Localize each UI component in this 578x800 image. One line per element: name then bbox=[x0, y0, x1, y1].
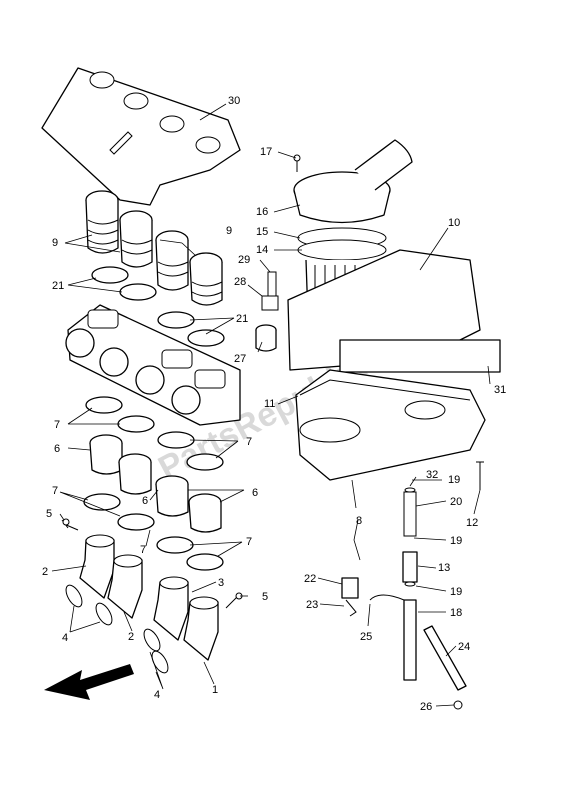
callout-21-right: 21 bbox=[236, 313, 248, 325]
callout-labels: 30 17 16 15 14 10 9 9 29 21 28 21 27 31 … bbox=[42, 95, 506, 713]
part-9-intake-boots bbox=[85, 190, 223, 306]
callout-6-b: 6 bbox=[252, 487, 258, 499]
callout-1: 1 bbox=[212, 684, 218, 696]
callout-15: 15 bbox=[256, 226, 268, 238]
callout-9-left: 9 bbox=[52, 237, 58, 249]
callout-2-right: 2 bbox=[128, 631, 134, 643]
part-6-joints bbox=[89, 434, 222, 533]
part-21-hose-clamps bbox=[91, 266, 225, 347]
callout-31: 31 bbox=[494, 384, 506, 396]
leader-lines bbox=[51, 103, 491, 707]
part-30-heat-shield bbox=[41, 67, 241, 206]
callout-2-left: 2 bbox=[42, 566, 48, 578]
callout-7-a: 7 bbox=[54, 419, 60, 431]
callout-22: 22 bbox=[304, 573, 316, 585]
callout-20: 20 bbox=[450, 496, 462, 508]
callout-24: 24 bbox=[458, 641, 470, 653]
callout-7-b: 7 bbox=[246, 436, 252, 448]
callout-11: 11 bbox=[264, 398, 275, 410]
callout-7-d: 7 bbox=[246, 536, 252, 548]
part-27-29-mount-hardware bbox=[255, 271, 279, 352]
callout-7-e: 7 bbox=[140, 544, 146, 556]
callout-3: 3 bbox=[218, 577, 224, 589]
callout-29: 29 bbox=[238, 254, 250, 266]
callout-28: 28 bbox=[234, 276, 246, 288]
part-8-10-airbox bbox=[287, 249, 501, 481]
callout-25: 25 bbox=[360, 631, 372, 643]
callout-12: 12 bbox=[466, 517, 478, 529]
callout-14: 14 bbox=[256, 244, 268, 256]
callout-26: 26 bbox=[420, 701, 432, 713]
callout-32: 32 bbox=[426, 469, 438, 481]
callout-7-c: 7 bbox=[52, 485, 58, 497]
callout-4-bottom: 4 bbox=[154, 689, 160, 701]
carburetor-bank bbox=[65, 304, 241, 426]
part-2-3-manifold-joints bbox=[79, 534, 219, 661]
callout-30: 30 bbox=[228, 95, 240, 107]
callout-13: 13 bbox=[438, 562, 450, 574]
callout-19-a: 19 bbox=[448, 474, 460, 486]
callout-19-c: 19 bbox=[450, 586, 462, 598]
callout-21-left: 21 bbox=[52, 280, 64, 292]
callout-6-c: 6 bbox=[142, 495, 148, 507]
callout-9-right: 9 bbox=[226, 225, 232, 237]
callout-23: 23 bbox=[306, 599, 318, 611]
callout-18: 18 bbox=[450, 607, 462, 619]
callout-5-right: 5 bbox=[262, 591, 268, 603]
callout-4-left: 4 bbox=[62, 632, 68, 644]
part-5-screws bbox=[61, 518, 243, 609]
callout-6-a: 6 bbox=[54, 443, 60, 455]
callout-19-b: 19 bbox=[450, 535, 462, 547]
callout-8: 8 bbox=[356, 515, 362, 527]
callout-10: 10 bbox=[448, 217, 460, 229]
callout-17: 17 bbox=[260, 146, 272, 158]
part-4-gaskets bbox=[65, 584, 169, 674]
part-breather-hoses bbox=[341, 461, 484, 710]
part-7-clamps bbox=[83, 396, 224, 571]
front-direction-arrow bbox=[44, 664, 134, 700]
callout-27: 27 bbox=[234, 353, 246, 365]
callout-5-left: 5 bbox=[46, 508, 52, 520]
callout-16: 16 bbox=[256, 206, 268, 218]
